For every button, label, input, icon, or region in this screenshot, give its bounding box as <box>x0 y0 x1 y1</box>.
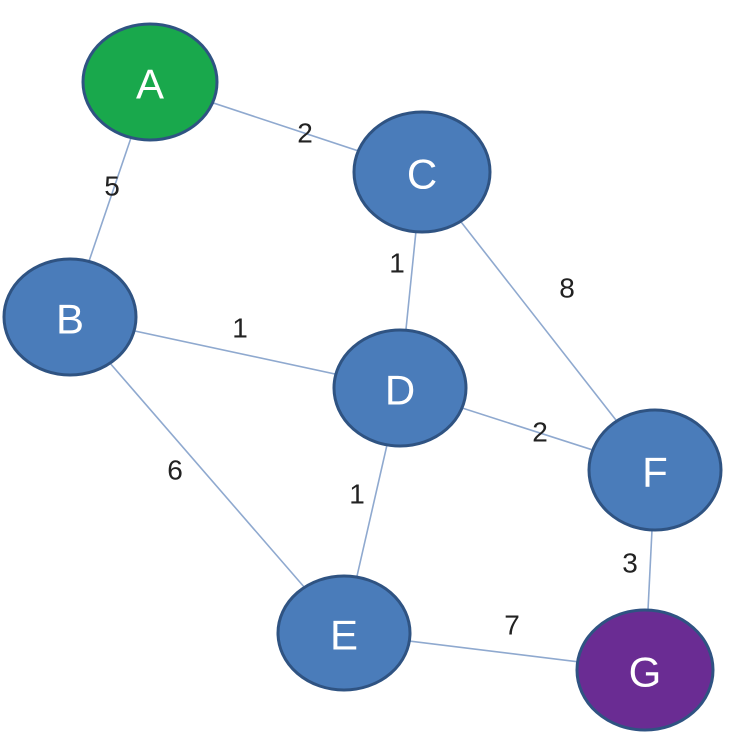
node-a-label: A <box>136 61 164 108</box>
weights-layer: 2 5 1 8 1 6 2 1 3 7 <box>104 118 638 641</box>
node-b-label: B <box>56 296 84 343</box>
edge-weight-b-d: 1 <box>232 313 248 344</box>
node-b-circle <box>2 257 138 377</box>
node-f: F <box>587 408 723 532</box>
node-e-circle <box>276 574 412 692</box>
node-d: D <box>332 328 468 448</box>
edge-weight-c-d: 1 <box>389 248 405 279</box>
node-c-label: C <box>407 151 437 198</box>
edge-weight-d-f: 2 <box>532 417 548 448</box>
node-d-label: D <box>385 367 415 414</box>
node-g-circle <box>575 608 715 732</box>
node-g-label: G <box>629 649 662 696</box>
node-a: A <box>81 22 219 142</box>
nodes-layer: A B C D E F G <box>2 22 723 732</box>
node-d-circle <box>332 328 468 448</box>
node-a-circle <box>81 22 219 142</box>
edge-weight-f-g: 3 <box>622 548 638 579</box>
node-g: G <box>575 608 715 732</box>
edge-weight-a-b: 5 <box>104 171 120 202</box>
node-c-circle <box>352 110 492 234</box>
edge-weight-a-c: 2 <box>297 118 313 149</box>
node-f-label: F <box>642 449 668 496</box>
node-c: C <box>352 110 492 234</box>
edge-b-e <box>69 316 345 634</box>
edge-weight-c-f: 8 <box>559 273 575 304</box>
edge-weight-b-e: 6 <box>167 455 183 486</box>
edge-weight-e-g: 7 <box>504 610 520 641</box>
node-e: E <box>276 574 412 692</box>
node-b: B <box>2 257 138 377</box>
node-e-label: E <box>330 612 358 659</box>
node-f-circle <box>587 408 723 532</box>
edge-weight-d-e: 1 <box>349 479 365 510</box>
